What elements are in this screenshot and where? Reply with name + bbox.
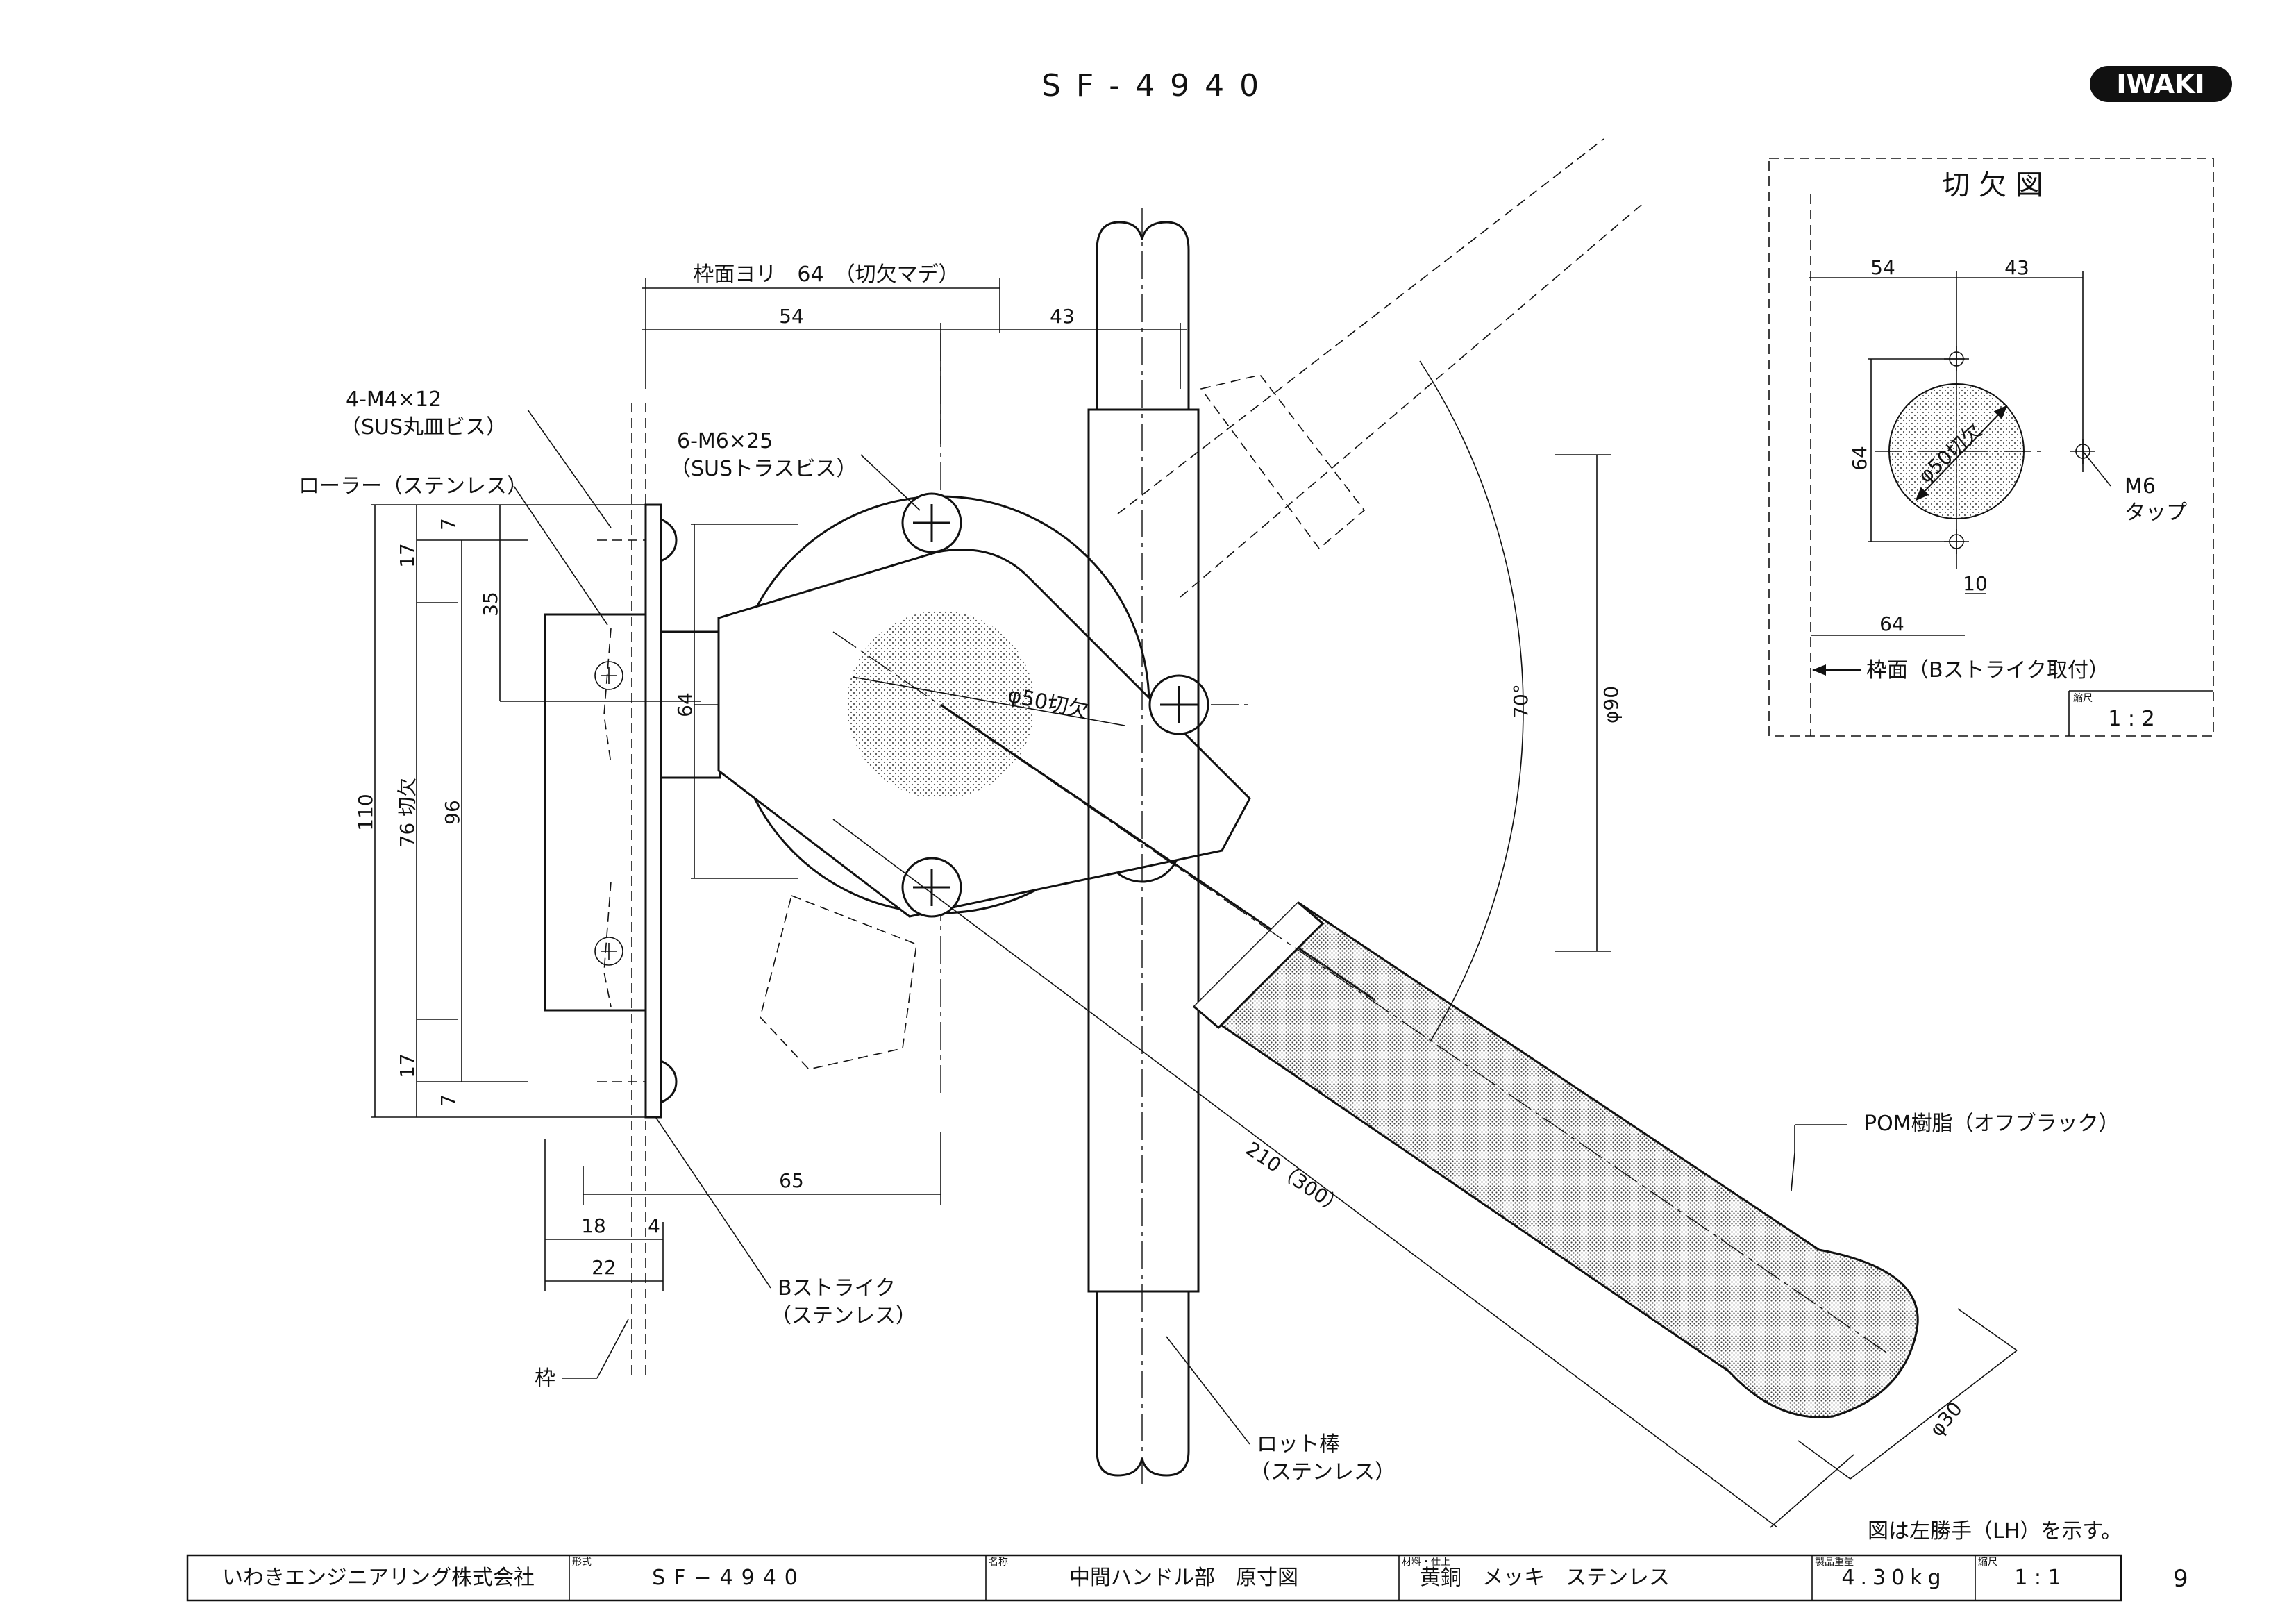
detail-dim-43: 43 [2004,256,2029,279]
callout-grip: POM樹脂（オフブラック） [1864,1112,2120,1136]
handle-base [694,333,1251,1097]
detail-dim-64-h: 64 [1879,612,1904,635]
title-block: いわきエンジニアリング株式会社 形式 SF−4940 名称 中間ハンドル部 原寸… [186,1554,2122,1602]
hand-note: 図は左勝手（LH）を示す。 [1868,1519,2122,1543]
callouts: 4-M4×12 （SUS丸皿ビス） ローラー（ステンレス） 6-M6×25 （S… [299,387,2120,1484]
tb-material-caption: 材料・仕上 [1402,1557,1450,1568]
detail-tap-type: タップ [2125,501,2187,525]
screw-head-lower [594,937,623,966]
callout-m6-screw-spec: （SUSトラスビス） [670,457,857,481]
dim-64-vertical: 64 [673,692,696,717]
tb-scale: 1 : 1 [2014,1566,2061,1590]
tb-weight-caption: 製品重量 [1815,1557,1854,1568]
callout-frame: 枠 [535,1366,555,1391]
callout-roller: ローラー（ステンレス） [299,474,528,499]
callout-strike-material: （ステンレス） [771,1304,916,1328]
logo-text: IWAKI [2116,69,2204,99]
iwaki-logo: IWAKI [2090,66,2232,102]
rod-guide [1087,408,1200,1293]
detail-dim-54: 54 [1870,256,1895,279]
detail-title: 切 欠 図 [1942,169,2043,201]
callout-strike: Bストライク [778,1276,896,1300]
callout-rod-material: （ステンレス） [1250,1460,1396,1484]
tb-company: いわきエンジニアリング株式会社 [222,1566,535,1590]
detail-tap-mark-top [1944,346,1969,371]
callout-m4-screw: 4-M4×12 [346,387,442,412]
bottom-dimensions: 65 18 4 22 [544,1132,941,1291]
screw-m6-right [1148,674,1209,735]
callout-m6-screw: 6-M6×25 [677,429,773,453]
dim-17-bottom: 17 [396,1053,419,1078]
frame-offset-label: 枠面ヨリ 64 （切欠マデ） [693,262,959,287]
detail-tap-mark-bottom [1944,529,1969,554]
detail-dim-64-v: 64 [1848,446,1871,471]
tb-weight: 4.30kg [1841,1566,1946,1590]
detail-frame-face: 枠面（Bストライク取付） [1866,658,2109,683]
frame-and-strike [544,403,721,1375]
screw-m6-bottom [901,857,962,918]
screw-head-upper [594,661,623,690]
tb-material: 黄銅 メッキ ステンレス [1420,1566,1670,1590]
dim-17-top: 17 [396,543,419,568]
dim-96: 96 [441,800,464,825]
left-dimensions: 17 7 35 110 76 切欠 96 17 7 64 [354,504,798,1118]
dim-76-cutout: 76 切欠 [396,778,419,848]
detail-scale-caption: 縮尺 [2073,693,2093,704]
roller-block [544,613,647,1012]
tb-model-caption: 形式 [572,1557,592,1568]
grip [1192,901,1919,1418]
detail-tap-size: M6 [2125,474,2156,499]
callout-rod: ロット棒 [1257,1432,1340,1457]
dim-top-43: 43 [1050,305,1075,328]
dim-dia-90: φ90 [1600,686,1623,723]
dim-top-54: 54 [779,305,804,328]
dim-210-300: 210（300） [1242,1137,1348,1219]
handle-lever [832,138,1919,1528]
detail-dim-10: 10 [1963,572,1988,595]
tb-scale-caption: 縮尺 [1978,1557,1997,1568]
dim-22: 22 [592,1256,617,1279]
tb-model: SF−4940 [652,1566,806,1590]
top-dimensions: 枠面ヨリ 64 （切欠マデ） 54 43 [642,262,1187,444]
tb-name-caption: 名称 [989,1557,1008,1568]
dim-dia-30: φ30 [1925,1398,1967,1441]
dim-110: 110 [354,794,377,830]
angle-70: 70° [1509,684,1532,719]
detail-scale-value: 1 : 2 [2108,707,2154,731]
dim-4: 4 [648,1214,660,1237]
dim-35: 35 [479,592,502,617]
page-number: 9 [2173,1565,2188,1593]
dim-7-bottom: 7 [437,1094,460,1107]
strike-plate [644,503,662,1119]
dim-18: 18 [581,1214,606,1237]
dia90-dimension: φ90 [1555,454,1623,952]
drawing-title: SF-4940 [1041,68,1274,103]
dim-65: 65 [779,1169,804,1192]
dim-7-top: 7 [437,518,460,530]
cutout-detail-view: 切 欠 図 54 43 64 φ50切欠 M6 タップ 10 64 枠面（Bスト… [1768,158,2214,737]
tb-name: 中間ハンドル部 原寸図 [1069,1566,1298,1590]
callout-m4-screw-spec: （SUS丸皿ビス） [340,415,507,440]
